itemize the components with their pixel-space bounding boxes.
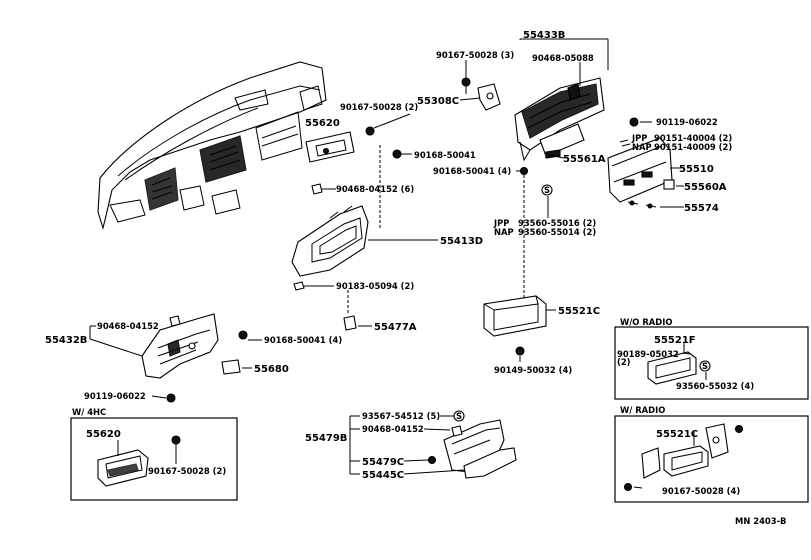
clip-93560-drawing: S <box>541 184 553 196</box>
label-jpp2: JPP <box>493 218 509 228</box>
label-55680: 55680 <box>254 364 289 375</box>
bolt-90119-06022b-drawing <box>166 393 176 403</box>
bolt-90119-06022a-drawing <box>629 117 639 127</box>
label-55521C-a: 55521C <box>558 306 600 317</box>
bracket-55308C-drawing <box>477 83 501 111</box>
switch-55680-drawing <box>221 359 241 375</box>
clip-90468-04152-6-drawing <box>311 183 323 195</box>
label-93560-55016: 93560-55016 (2) <box>518 218 596 228</box>
wo-radio-inset-box <box>614 326 809 400</box>
radio-55521C-drawing <box>641 423 729 479</box>
label-90168-50041-4b: 90168-50041 (4) <box>264 335 342 345</box>
svg-text:S: S <box>456 411 462 421</box>
label-55560A: 55560A <box>684 182 727 193</box>
label-93567-54512: 93567-54512 (5) <box>362 411 440 421</box>
w-radio-inset-box <box>614 415 809 503</box>
screw-90167-50028-2b-drawing <box>171 435 181 452</box>
label-90468-05088: 90468-05088 <box>532 53 594 63</box>
label-90168-50041a: 90168-50041 <box>414 150 476 160</box>
label-nap2: NAP <box>494 227 514 237</box>
pocket-55521C-drawing <box>483 295 547 337</box>
screw-55479C-drawing <box>427 455 437 465</box>
glove-box-door-drawing <box>607 137 673 203</box>
ashtray-55620-drawing <box>305 131 355 163</box>
instrument-panel-drawing <box>97 61 327 231</box>
label-90468-04152b: 90468-04152 <box>362 424 424 434</box>
screw-90167-50028-2a-drawing <box>365 126 375 136</box>
label-nap1: NAP <box>632 142 652 152</box>
label-55308C: 55308C <box>417 96 459 107</box>
label-90167-50028-2b: 90167-50028 (2) <box>148 466 226 476</box>
screw-90167-50028-3-drawing <box>461 77 471 94</box>
pocket-55521F-drawing <box>647 351 697 385</box>
label-55620b: 55620 <box>86 429 121 440</box>
lower-panel-55413D-drawing <box>291 205 369 277</box>
label-55574: 55574 <box>684 203 719 214</box>
diagram-code: MN 2403-B <box>735 516 786 526</box>
part-labels: 55433B 90167-50028 (3) 90468-05088 55308… <box>45 30 754 496</box>
label-55620a: 55620 <box>305 118 340 129</box>
label-55521F: 55521F <box>654 335 696 346</box>
label-55510: 55510 <box>679 164 714 175</box>
w-4hc-inset-box <box>70 417 238 501</box>
header-wo-radio: W/O RADIO <box>620 317 672 327</box>
clip-90468-04152b-drawing <box>451 425 463 437</box>
label-93560-55032: 93560-55032 (4) <box>676 381 754 391</box>
label-55479C: 55479C <box>362 457 404 468</box>
screw-w-radio-drawing <box>623 424 744 492</box>
label-90167-50028-4: 90167-50028 (4) <box>662 486 740 496</box>
stopper-55560A-drawing <box>663 179 675 190</box>
label-93560-55014: 93560-55014 (2) <box>518 227 596 237</box>
label-90168-50041-4a: 90168-50041 (4) <box>433 166 511 176</box>
clip-90468-04152a-drawing <box>169 315 181 327</box>
label-90189-05032: 90189-05032 <box>617 349 679 359</box>
label-jpp1: JPP <box>631 133 647 143</box>
label-55433B: 55433B <box>523 30 565 41</box>
header-w-4hc: W/ 4HC <box>72 407 106 417</box>
svg-text:S: S <box>544 185 550 195</box>
clip-93560-55032-drawing: S <box>699 360 711 372</box>
clip-90183-05094-drawing <box>293 281 305 291</box>
glove-box-housing-drawing <box>514 77 605 162</box>
screw-90168-50041-drawing <box>392 149 402 159</box>
screw-90168-50041-4a-drawing <box>519 166 529 176</box>
label-90149-50032: 90149-50032 (4) <box>494 365 572 375</box>
screw-90168-50041-4b-drawing <box>238 330 248 340</box>
label-55432B: 55432B <box>45 335 87 346</box>
label-55445C: 55445C <box>362 470 404 481</box>
label-55521C-b: 55521C <box>656 429 698 440</box>
leader-lines <box>89 38 707 489</box>
label-90468-04152a: 90468-04152 <box>97 321 159 331</box>
clip-93567-54512-drawing: S <box>453 410 465 422</box>
label-90468-04152-6: 90468-04152 (6) <box>336 184 414 194</box>
bracket-55477A-drawing <box>343 315 357 331</box>
header-w-radio: W/ RADIO <box>620 405 665 415</box>
label-paren-2: (2) <box>617 357 631 367</box>
label-90183-05094: 90183-05094 (2) <box>336 281 414 291</box>
label-55479B: 55479B <box>305 433 347 444</box>
label-55561A: 55561A <box>563 154 606 165</box>
label-55413D: 55413D <box>440 236 483 247</box>
label-90151-40009: 90151-40009 (2) <box>654 142 732 152</box>
ashtray-55620-4hc-drawing <box>97 449 149 487</box>
lock-55561A-drawing <box>545 149 561 159</box>
label-90119-06022a: 90119-06022 <box>656 117 718 127</box>
label-90167-50028-2a: 90167-50028 (2) <box>340 102 418 112</box>
label-55477A: 55477A <box>374 322 417 333</box>
label-90119-06022b: 90119-06022 <box>84 391 146 401</box>
svg-text:S: S <box>702 361 708 371</box>
label-90167-50028-3: 90167-50028 (3) <box>436 50 514 60</box>
hinge-pins-55574-drawing <box>627 200 657 209</box>
screws-90151-drawing <box>619 139 631 147</box>
label-90151-40004: 90151-40004 (2) <box>654 133 732 143</box>
clip-90468-05088-drawing <box>567 83 581 101</box>
lower-panel-55432B-drawing <box>141 313 219 379</box>
screw-90149-50032-drawing <box>515 346 525 356</box>
